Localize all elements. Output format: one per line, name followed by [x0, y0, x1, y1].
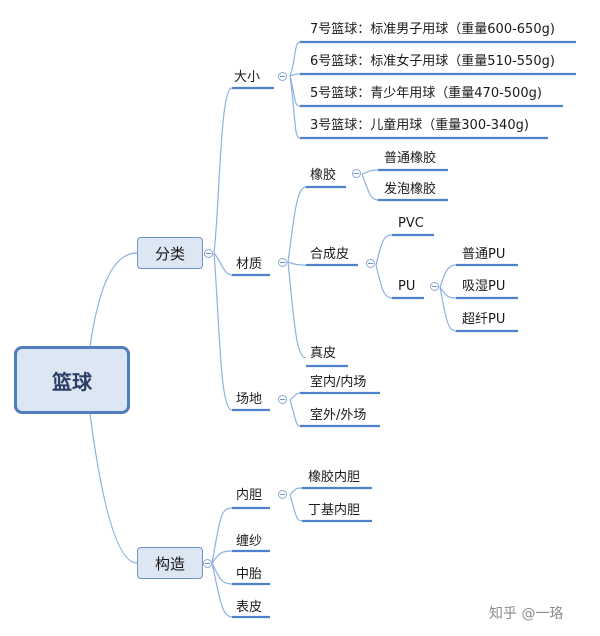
node-venue-item[interactable]: 室外/外场	[310, 408, 367, 423]
root-node-basketball[interactable]: 篮球	[14, 346, 130, 414]
node-size[interactable]: 大小	[234, 70, 261, 85]
node-rubber-item[interactable]: 发泡橡胶	[384, 182, 437, 197]
node-winding[interactable]: 缠纱	[236, 534, 263, 549]
node-venue-item[interactable]: 室内/内场	[310, 375, 367, 390]
node-material[interactable]: 材质	[236, 257, 263, 272]
node-size-item[interactable]: 5号篮球：青少年用球（重量470-500g)	[310, 86, 542, 101]
node-size-item[interactable]: 6号篮球：标准女子用球（重量510-550g)	[310, 54, 555, 69]
collapse-synthetic-icon[interactable]	[366, 259, 375, 268]
collapse-structure-icon[interactable]	[203, 559, 212, 568]
collapse-classification-icon[interactable]	[204, 249, 213, 258]
node-venue[interactable]: 场地	[236, 392, 263, 407]
node-genuine-leather[interactable]: 真皮	[310, 346, 337, 361]
watermark-label: 知乎 @一珞	[489, 606, 564, 622]
branch-classification[interactable]: 分类	[137, 237, 203, 269]
collapse-rubber-icon[interactable]	[352, 169, 361, 178]
node-carcass[interactable]: 中胎	[236, 567, 263, 582]
collapse-pu-icon[interactable]	[430, 282, 439, 291]
node-size-item[interactable]: 7号篮球：标准男子用球（重量600-650g)	[310, 22, 555, 37]
node-rubber[interactable]: 橡胶	[310, 168, 337, 183]
node-synthetic[interactable]: 合成皮	[310, 247, 350, 262]
node-size-item[interactable]: 3号篮球：儿童用球（重量300-340g)	[310, 118, 529, 133]
collapse-venue-icon[interactable]	[278, 395, 287, 404]
node-pu-item[interactable]: 普通PU	[462, 247, 506, 262]
node-pu-item[interactable]: 超纤PU	[462, 312, 506, 327]
collapse-size-icon[interactable]	[278, 72, 287, 81]
node-bladder-item[interactable]: 丁基内胆	[308, 503, 361, 518]
node-bladder-item[interactable]: 橡胶内胆	[308, 470, 361, 485]
node-pu[interactable]: PU	[398, 279, 416, 294]
node-bladder[interactable]: 内胆	[236, 488, 263, 503]
node-cover[interactable]: 表皮	[236, 600, 263, 615]
collapse-bladder-icon[interactable]	[278, 490, 287, 499]
connector-classification-venue	[213, 252, 233, 411]
node-pu-item[interactable]: 吸湿PU	[462, 279, 506, 294]
collapse-material-icon[interactable]	[278, 258, 287, 267]
connector-classification-material	[213, 252, 233, 276]
branch-structure[interactable]: 构造	[137, 547, 203, 579]
node-pvc[interactable]: PVC	[398, 216, 424, 231]
node-rubber-item[interactable]: 普通橡胶	[384, 151, 437, 166]
connector-classification-size	[213, 87, 233, 254]
connector-root-classification	[89, 252, 138, 347]
connector-root-structure	[89, 413, 138, 564]
